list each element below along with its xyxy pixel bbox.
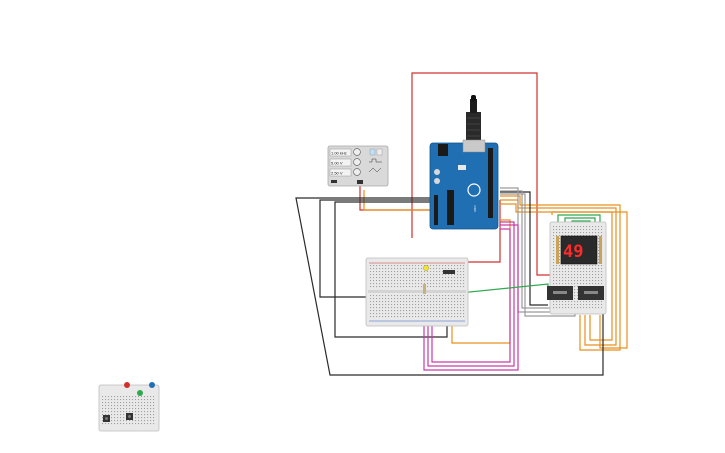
offset-display	[329, 168, 352, 177]
green-led[interactable]	[137, 390, 143, 396]
wire-black-2[interactable]	[319, 199, 440, 298]
board-label: UNO	[473, 205, 477, 212]
frequency-knob-icon[interactable]	[353, 148, 361, 156]
offset-knob-icon[interactable]	[353, 168, 361, 176]
power-header[interactable]	[434, 195, 438, 225]
seven-segment-digits: 49	[563, 242, 583, 262]
atmega-chip	[447, 190, 454, 225]
power-switch[interactable]	[331, 180, 337, 183]
wire-magenta-1[interactable]	[423, 224, 519, 371]
resistor[interactable]	[423, 284, 426, 294]
slide-switch[interactable]	[443, 270, 455, 274]
offset-readout: 2.50 V	[331, 171, 343, 176]
wire-magenta-3[interactable]	[431, 228, 511, 363]
function-generator[interactable]: 1.00 kHz 5.00 V 2.50 V	[327, 145, 389, 187]
red-led[interactable]	[124, 382, 130, 388]
capacitor	[434, 178, 440, 184]
breadboard-small[interactable]	[98, 382, 160, 432]
triangle-wave-icon	[368, 167, 382, 173]
frequency-readout: 1.00 kHz	[331, 151, 347, 156]
power-jack	[438, 144, 448, 156]
display-breadboard[interactable]: 49	[547, 221, 607, 315]
amplitude-readout: 5.00 V	[331, 161, 343, 166]
wire-red-top[interactable]	[411, 72, 550, 276]
usb-port	[462, 139, 486, 153]
amplitude-knob-icon[interactable]	[353, 158, 361, 166]
reset-button[interactable]	[458, 165, 466, 170]
output-terminal[interactable]	[357, 180, 363, 184]
usb-plug	[470, 99, 477, 113]
square-wave-icon	[369, 158, 382, 163]
wire-orange-2[interactable]	[500, 195, 621, 351]
yellow-led[interactable]	[423, 265, 429, 271]
waveform-buttons[interactable]	[368, 148, 383, 173]
usb-plug-tip	[471, 95, 476, 101]
usb-cable[interactable]	[466, 112, 481, 144]
small-breadboard-holes	[102, 396, 155, 425]
arduino-logo-icon	[467, 183, 481, 197]
seven-segment-display[interactable]	[560, 235, 598, 265]
arduino-uno[interactable]: UNO	[429, 95, 499, 230]
resistor-array-left	[556, 236, 559, 264]
wire-black-4[interactable]	[500, 191, 548, 306]
breadboard-main[interactable]	[365, 257, 469, 327]
frequency-display	[329, 148, 352, 157]
wire-magenta-2[interactable]	[427, 221, 515, 367]
breadboard-holes	[370, 265, 465, 318]
amplitude-display	[329, 158, 352, 167]
digital-header[interactable]	[488, 148, 493, 218]
capacitor	[434, 169, 440, 175]
resistor-array-right	[599, 236, 602, 264]
blue-led[interactable]	[149, 382, 155, 388]
wire-orange-1[interactable]	[363, 190, 432, 211]
wire-black-3[interactable]	[334, 201, 448, 338]
wire-orange-5[interactable]	[551, 211, 628, 349]
